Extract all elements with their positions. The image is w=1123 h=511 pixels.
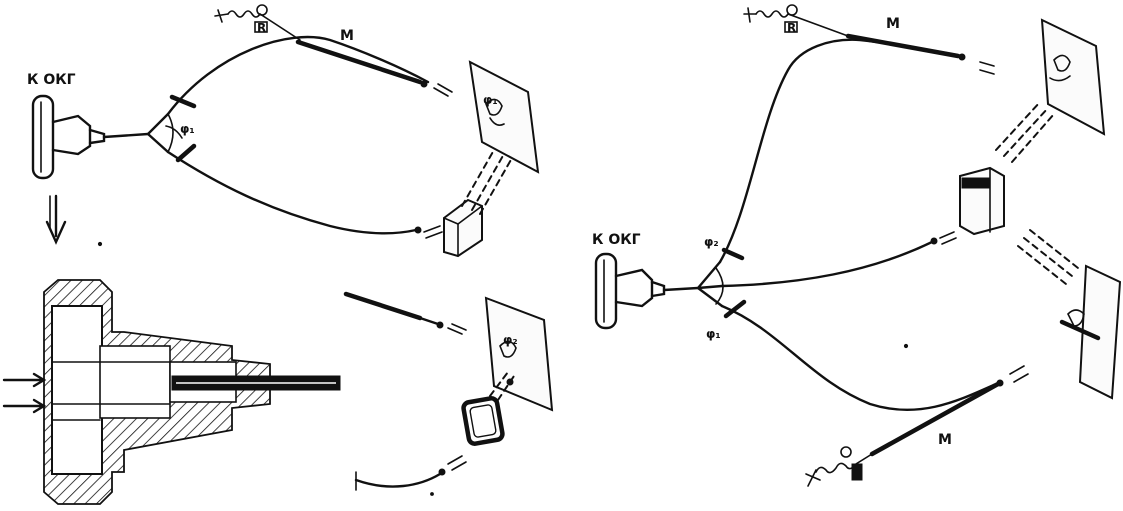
label-angle-right-top: φ₂ (704, 235, 719, 249)
fiber-splitter-right (696, 247, 747, 319)
label-mirror-top-left: М (340, 28, 354, 44)
fiber-arm-lower-left (166, 150, 418, 235)
laser-connector-right (594, 252, 700, 330)
screen-bottom-left (484, 296, 554, 412)
screen-top-left (468, 60, 540, 174)
fiber-arm-upper-left (166, 35, 430, 116)
lens-block-right (959, 166, 1005, 236)
label-screen-bottom-left: φ₂ (503, 333, 518, 347)
mirror-bar-upper-left (295, 39, 423, 85)
label-source-right: К ОКГ (592, 232, 641, 248)
label-resistor-top-left: R (257, 21, 266, 35)
fiber-splitter-left (146, 94, 197, 163)
screen-top-right (1040, 18, 1106, 136)
label-angle-right-bottom: φ₁ (706, 327, 721, 341)
laser-connector-left (31, 94, 150, 180)
screen-right-middle (1059, 264, 1122, 400)
fiber-arm-bottom-right (720, 304, 998, 412)
label-mirror-top-right: М (886, 16, 900, 32)
spring-element-bottom-right (805, 446, 873, 487)
mirror-bar-bottom-right (869, 381, 1001, 457)
scheme-three-beam: К ОКГ φ₂ φ₁ М R (592, 4, 1122, 487)
fiber-arm-middle-right (720, 240, 934, 288)
connector-cross-section (2, 279, 341, 505)
label-mirror-bottom-right: М (938, 432, 952, 448)
mirror-bar-top-right (845, 33, 961, 59)
label-screen-top-left: φ₁ (483, 93, 498, 107)
scheme-two-beam: К ОКГ φ₁ М R φ₁ (27, 4, 540, 258)
fiber-arm-top-right (718, 38, 964, 264)
label-source-left: К ОКГ (27, 72, 76, 88)
spring-element-top-left (214, 4, 301, 41)
arrow-down-detail (45, 194, 67, 245)
print-specks (97, 241, 909, 496)
lens-block-bottom (461, 396, 505, 446)
label-resistor-top-right: R (787, 21, 796, 35)
scheme-single-reflector: φ₂ (343, 291, 554, 491)
spring-element-top-right (743, 4, 849, 37)
label-angle-left: φ₁ (180, 122, 195, 136)
lens-block-left (443, 198, 483, 258)
